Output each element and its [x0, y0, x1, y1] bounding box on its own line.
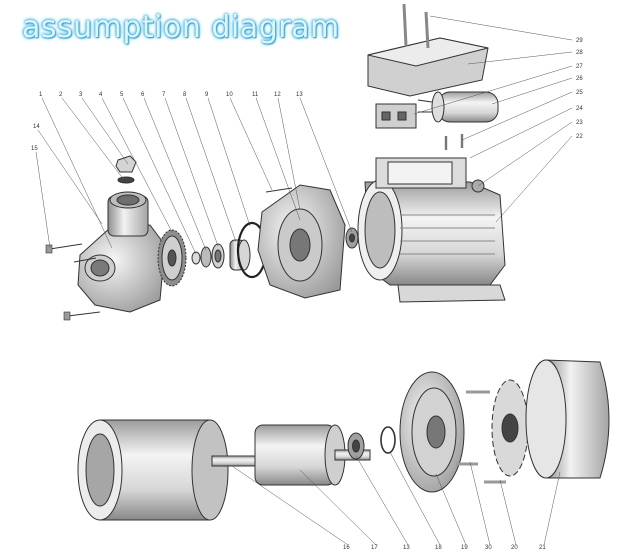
terminal-block	[375, 103, 417, 129]
rear-bearing	[347, 432, 365, 460]
diagram-title: assumption diagram	[22, 10, 340, 45]
part-number-16: 16	[343, 545, 350, 551]
motor-bracket	[257, 184, 346, 299]
capacitor	[417, 91, 499, 123]
part-number-14: 14	[33, 124, 40, 130]
part-number-17: 17	[371, 545, 378, 551]
motor-housing	[357, 157, 506, 303]
part-number-6: 6	[141, 92, 145, 98]
seal-parts	[191, 243, 225, 269]
part-numbers: 1 2 3 4 5 6 7 8 9 10 11 12 13 14 15 16 1…	[31, 38, 583, 551]
part-number-3: 3	[79, 92, 83, 98]
part-number-10: 10	[226, 92, 233, 98]
part-number-24: 24	[576, 106, 583, 112]
stator	[77, 419, 229, 521]
part-number-8: 8	[183, 92, 187, 98]
rear-cover	[399, 371, 465, 493]
terminal-cover	[367, 37, 489, 97]
part-number-25: 25	[576, 90, 583, 96]
part-number-2: 2	[59, 92, 63, 98]
part-number-21: 21	[539, 545, 546, 551]
leader-lines	[35, 15, 573, 546]
part-number-13: 13	[296, 92, 303, 98]
part-number-9: 9	[205, 92, 209, 98]
part-number-5: 5	[120, 92, 124, 98]
part-number-28: 28	[576, 50, 583, 56]
part-number-27: 27	[576, 64, 583, 70]
cooling-fan	[456, 379, 529, 484]
part-number-4: 4	[99, 92, 103, 98]
part-number-1: 1	[39, 92, 43, 98]
rotor-shaft	[211, 424, 371, 486]
part-number-22: 22	[576, 134, 583, 140]
impeller	[157, 229, 187, 287]
terminal-screws	[444, 134, 464, 150]
part-number-23: 23	[576, 120, 583, 126]
part-number-7: 7	[162, 92, 166, 98]
part-number-19: 19	[461, 545, 468, 551]
bearing	[345, 227, 359, 249]
drain-plug	[115, 155, 137, 184]
part-number-11: 11	[252, 92, 259, 98]
part-number-26: 26	[576, 76, 583, 82]
part-number-30: 30	[485, 545, 492, 551]
part-number-20: 20	[511, 545, 518, 551]
part-number-13-bottom: 13	[403, 545, 410, 551]
wave-washer	[380, 426, 396, 454]
part-number-12: 12	[274, 92, 281, 98]
fan-cover	[525, 359, 610, 479]
cover-screws	[402, 3, 430, 49]
part-number-18: 18	[435, 545, 442, 551]
pump-casing	[77, 191, 166, 313]
casing-bolts	[45, 243, 101, 321]
part-number-29: 29	[576, 38, 583, 44]
part-number-15: 15	[31, 146, 38, 152]
